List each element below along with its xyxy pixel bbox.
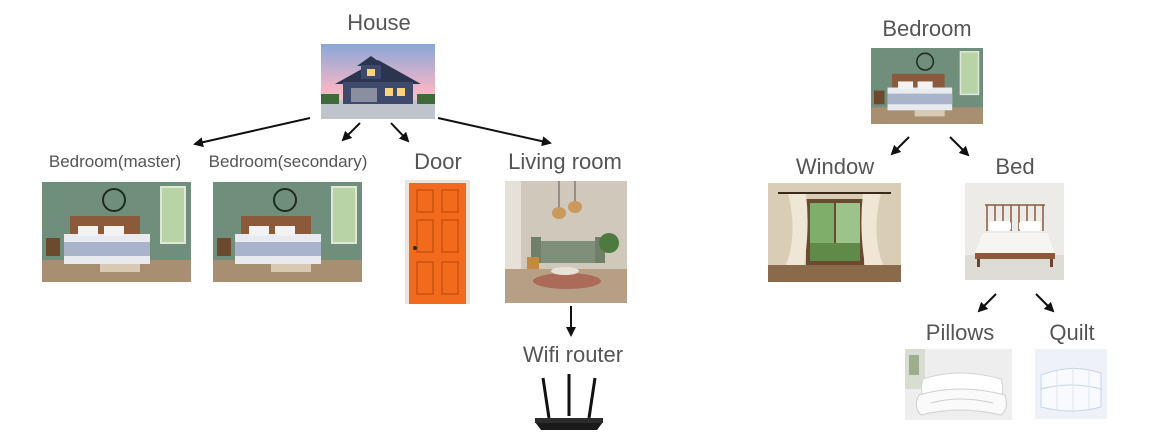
wifi-router-label: Wifi router	[522, 342, 624, 367]
house-photo	[321, 44, 435, 119]
bedroom-secondary-label: Bedroom(secondary)	[208, 152, 368, 171]
living-room-photo	[505, 181, 627, 303]
bedroom-root-label: Bedroom	[882, 16, 972, 41]
router-photo	[527, 370, 611, 432]
pillows-label: Pillows	[925, 320, 995, 345]
arrow-house-to-door	[390, 122, 410, 143]
bed-photo	[965, 183, 1064, 280]
bedroom-photo	[42, 182, 191, 282]
bed-label: Bed	[995, 154, 1035, 179]
bedroom-photo	[213, 182, 362, 282]
window-label: Window	[795, 154, 875, 179]
bedroom-photo	[871, 48, 983, 124]
arrow-bed-to-pillows	[977, 293, 997, 313]
arrow-house-to-bedroom-secondary	[341, 122, 361, 142]
arrow-house-to-bedroom-master	[193, 117, 311, 148]
window-photo	[768, 183, 901, 282]
pillows-photo	[905, 349, 1012, 420]
bedroom-master-label: Bedroom(master)	[48, 152, 182, 171]
arrow-bedroom-to-window	[890, 136, 910, 156]
quilt-label: Quilt	[1049, 320, 1095, 345]
arrow-house-to-living-room	[437, 117, 552, 147]
door-label: Door	[414, 149, 462, 174]
arrow-bed-to-quilt	[1035, 293, 1055, 313]
orange-door-photo	[405, 180, 470, 304]
living-room-label: Living room	[508, 149, 622, 174]
house-label: House	[347, 10, 411, 35]
arrow-bedroom-to-bed	[949, 136, 970, 157]
quilt-photo	[1035, 349, 1107, 419]
